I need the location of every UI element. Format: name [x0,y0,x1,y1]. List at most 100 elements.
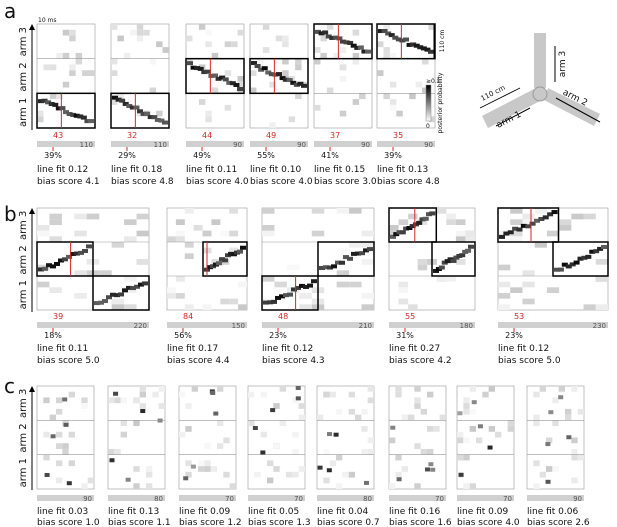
speckle [68,460,75,467]
duration-end: 230 [593,322,606,330]
bias-score: bias score 4.4 [167,356,230,366]
trajectory-bin [538,216,545,221]
speckle [389,225,399,231]
speckle [577,454,584,461]
speckle [217,443,224,449]
speckle [469,386,476,392]
trajectory-bin [70,252,76,257]
speckle [439,414,446,421]
posterior-bin [113,391,119,396]
trajectory-bin [385,31,392,36]
speckle [111,24,118,30]
speckle [329,460,336,467]
speckle [533,414,540,421]
speckle [237,29,244,36]
trajectory-bin [585,254,592,259]
posterior-bin [140,409,146,414]
trajectory-bin [98,300,104,305]
trajectory-bin [112,95,118,100]
posterior-bin [62,397,68,402]
speckle [56,408,63,415]
speckle [81,403,88,409]
posterior-bin [457,411,463,416]
speckle [248,420,255,427]
speckle [352,52,360,59]
speckle [273,403,280,409]
speckle [383,47,390,53]
trajectory-bin [129,105,136,110]
speckle [595,304,608,310]
line-fit: line fit 0.12 [498,344,549,354]
speckle [282,35,289,42]
trajectory-bin [438,265,445,270]
speckle [361,426,368,432]
midpoint-value: 35 [393,131,403,140]
panel-label-c: c [4,374,15,398]
speckle [427,391,434,398]
speckle [191,386,198,392]
replay-box [388,207,438,243]
speckle [295,93,302,100]
speckle [565,408,572,415]
line-fit: line fit 0.27 [389,344,440,354]
speckle [314,58,321,65]
arm-label: arm 2 [18,423,29,452]
speckle [510,219,523,225]
trajectory-bin [66,111,73,116]
trajectory-bin [48,101,55,106]
speckle [463,483,470,489]
trajectory-bin [512,226,519,231]
speckle [552,397,559,404]
trajectory-bin [406,42,413,47]
speckle [198,99,206,105]
replay-box [552,241,609,277]
speckle [534,242,547,248]
duration-end: 80 [154,495,163,503]
trajectory-bin [279,294,285,299]
speckle [427,448,434,455]
midpoint-value: 32 [127,131,137,140]
arm-label: arm 2 [18,62,29,91]
trajectory-bin [343,40,350,45]
speckle [211,259,221,265]
trajectory-bin [63,110,69,115]
trajectory-bin [343,255,349,260]
trajectory-bin [450,258,457,263]
speckle [348,391,355,398]
midpoint-value: 39 [53,312,63,321]
speckle [510,236,523,242]
speckle [339,76,347,82]
trajectory-bin [295,285,301,290]
posterior-bin [260,450,266,455]
speckle [130,29,137,36]
posterior-bin [487,445,493,450]
speckle [152,391,159,398]
speckle [62,29,70,36]
speckle [482,391,489,398]
speckle [522,213,535,220]
speckle [69,35,76,42]
speckle [408,304,418,310]
speckle [43,431,50,438]
duration-end: 70 [294,495,303,503]
speckle [417,264,428,271]
speckle [56,443,63,449]
speckle [389,81,397,88]
speckle [298,414,305,421]
duration-end: 90 [83,495,92,503]
trajectory-bin [70,112,77,117]
percent-value: 31% [396,331,414,340]
trajectory-bin [240,245,246,250]
speckle [202,304,212,310]
trajectory-bin [204,69,211,74]
speckle [237,81,244,88]
speckle [415,81,423,88]
speckle [237,76,244,82]
posterior-bin [545,479,551,484]
speckle [111,304,125,310]
